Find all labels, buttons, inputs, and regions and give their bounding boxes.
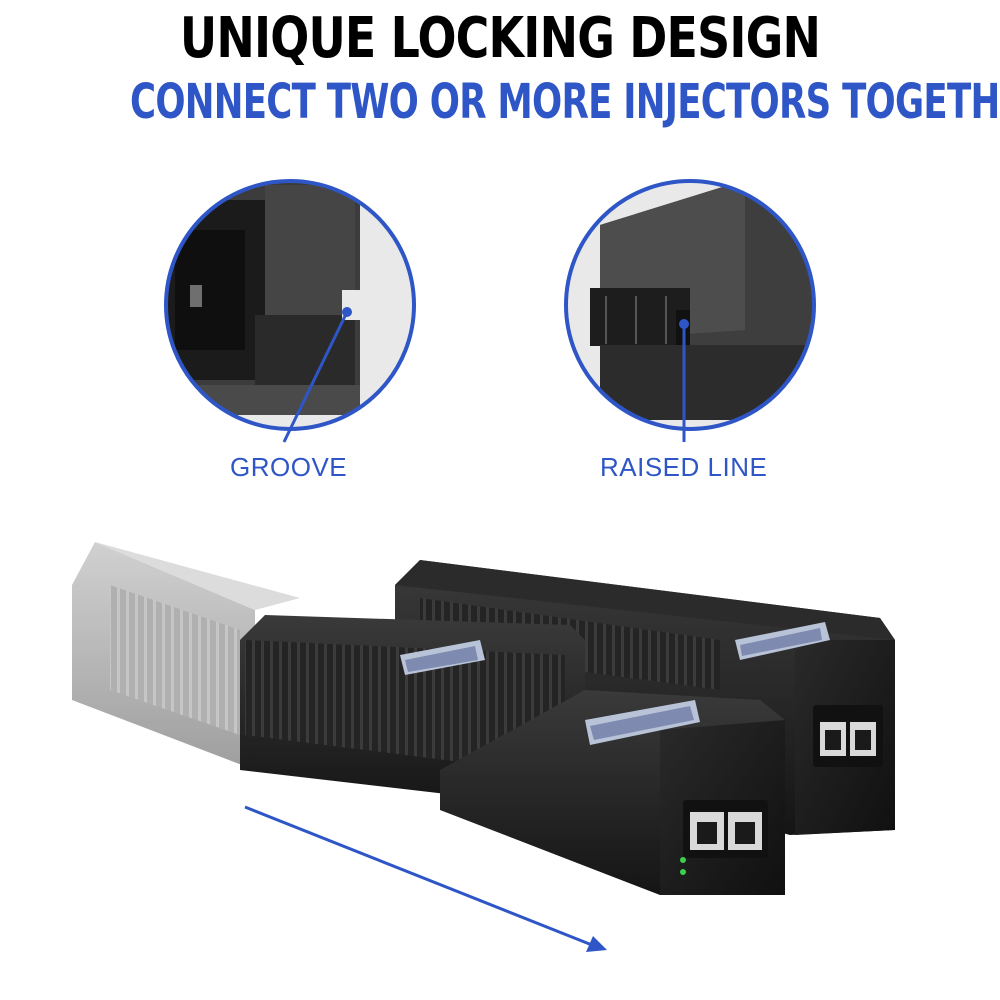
raised-line-label: RAISED LINE: [600, 452, 768, 482]
raised-line-zoom-circle: [564, 179, 816, 442]
slide-direction-arrow: [244, 805, 607, 952]
headline-subtitle: CONNECT TWO OR MORE INJECTORS TOGETHER: [130, 74, 1000, 130]
groove-label: GROOVE: [230, 452, 348, 482]
ghost-injector: [72, 542, 300, 770]
groove-zoom-circle: [164, 179, 416, 443]
injector-front: [440, 690, 785, 895]
headline-title: UNIQUE LOCKING DESIGN: [179, 6, 821, 71]
